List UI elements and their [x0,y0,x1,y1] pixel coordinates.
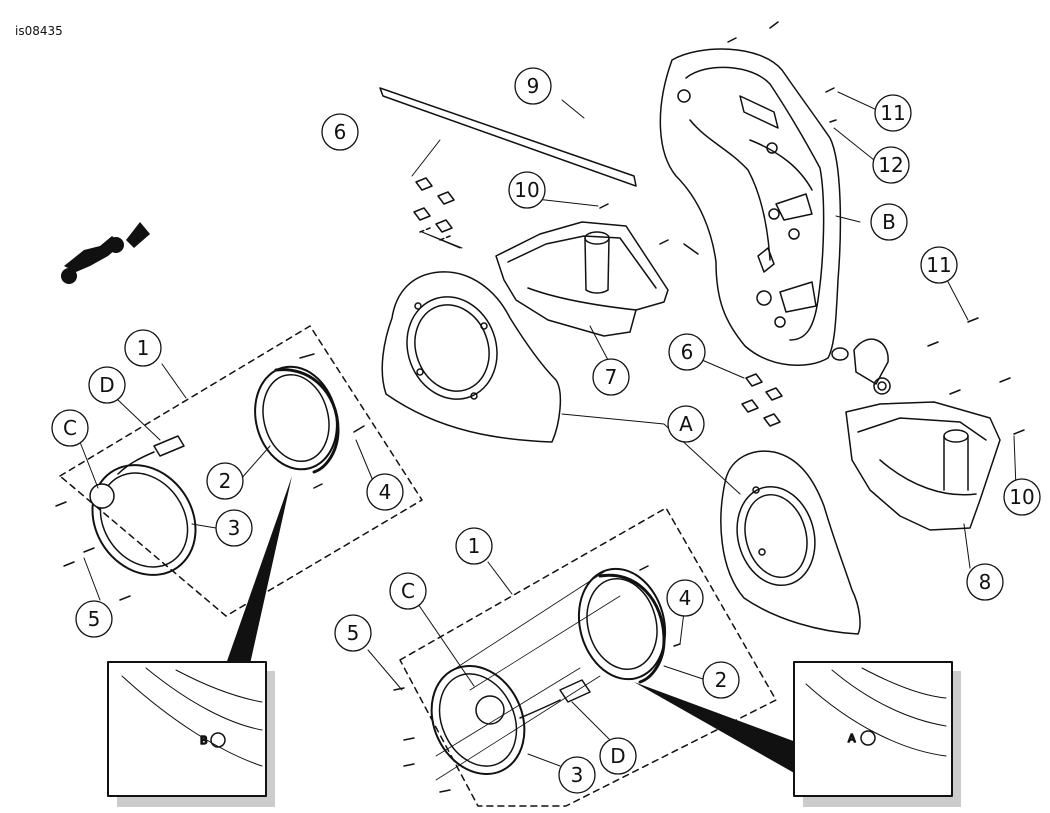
part-8-bin [845,401,1001,531]
callout-D-right: D [599,737,637,775]
svg-text:11: 11 [926,253,951,277]
part-A-enclosure-left [381,271,562,443]
callouts: 9 6 10 7 A 11 12 B 11 6 10 8 1 D C 2 3 4… [51,67,1041,794]
svg-text:6: 6 [681,340,694,364]
svg-text:7: 7 [605,365,618,389]
leader-lines [79,91,1017,767]
callout-5-left: 5 [75,600,113,638]
svg-text:1: 1 [468,534,481,558]
svg-text:C: C [63,416,77,440]
callout-10-lower: 10 [1003,478,1041,516]
callout-5-right: 5 [334,614,372,652]
detail-inset-left [107,661,275,807]
svg-text:12: 12 [878,153,903,177]
svg-text:9: 9 [527,74,540,98]
svg-text:D: D [610,744,625,768]
svg-text:10: 10 [514,178,539,202]
callout-11-top: 11 [874,94,912,132]
callout-12: 12 [872,146,910,184]
callout-7: 7 [592,358,630,396]
clamp-bracket [831,338,891,395]
callout-A-center: A [667,405,705,443]
callout-9: 9 [514,67,552,105]
callout-10-upper: 10 [508,171,546,209]
callout-2-left: 2 [206,462,244,500]
svg-text:5: 5 [88,607,101,631]
part-A-enclosure-right [720,450,861,635]
svg-text:3: 3 [228,516,241,540]
svg-text:D: D [99,373,114,397]
svg-text:5: 5 [347,621,360,645]
inset-right-mark: A [848,732,856,745]
svg-text:B: B [882,210,896,234]
callout-8: 8 [966,563,1004,601]
svg-text:4: 4 [679,586,692,610]
speaker-kit-right [399,507,777,807]
speaker-kit-left [59,325,423,617]
svg-text:8: 8 [979,570,992,594]
inset-left-mark: B [200,734,208,747]
callout-D-left: D [88,366,126,404]
callout-C-left: C [51,409,89,447]
callout-1-left: 1 [124,329,162,367]
part-6-clips-upper [413,177,455,241]
callout-2-right: 2 [702,661,740,699]
svg-text:2: 2 [715,668,728,692]
callout-B: B [870,203,908,241]
callout-4-left: 4 [366,473,404,511]
callout-6-lower: 6 [668,333,706,371]
svg-text:11: 11 [880,101,905,125]
svg-text:A: A [679,412,693,436]
callout-6-upper: 6 [321,113,359,151]
svg-text:3: 3 [571,763,584,787]
callout-1-right: 1 [455,527,493,565]
part-B-fairing-shell [659,48,842,367]
part-6-clips-lower [741,373,783,427]
svg-text:6: 6 [334,120,347,144]
callout-4-right: 4 [666,579,704,617]
motorcycle-direction-icon [61,222,150,284]
detail-inset-right [793,661,961,807]
image-code: is08435 [15,24,63,38]
svg-text:C: C [401,579,415,603]
svg-text:10: 10 [1009,485,1034,509]
part-7-bin [495,221,669,337]
callout-3-right: 3 [558,756,596,794]
inset-pointers [226,476,796,774]
svg-text:1: 1 [137,336,150,360]
svg-text:2: 2 [219,469,232,493]
callout-C-right: C [389,572,427,610]
callout-3-left: 3 [215,509,253,547]
screws [55,21,1025,793]
callout-11-mid: 11 [920,246,958,284]
svg-text:4: 4 [379,480,392,504]
part-9-strip [379,87,637,187]
